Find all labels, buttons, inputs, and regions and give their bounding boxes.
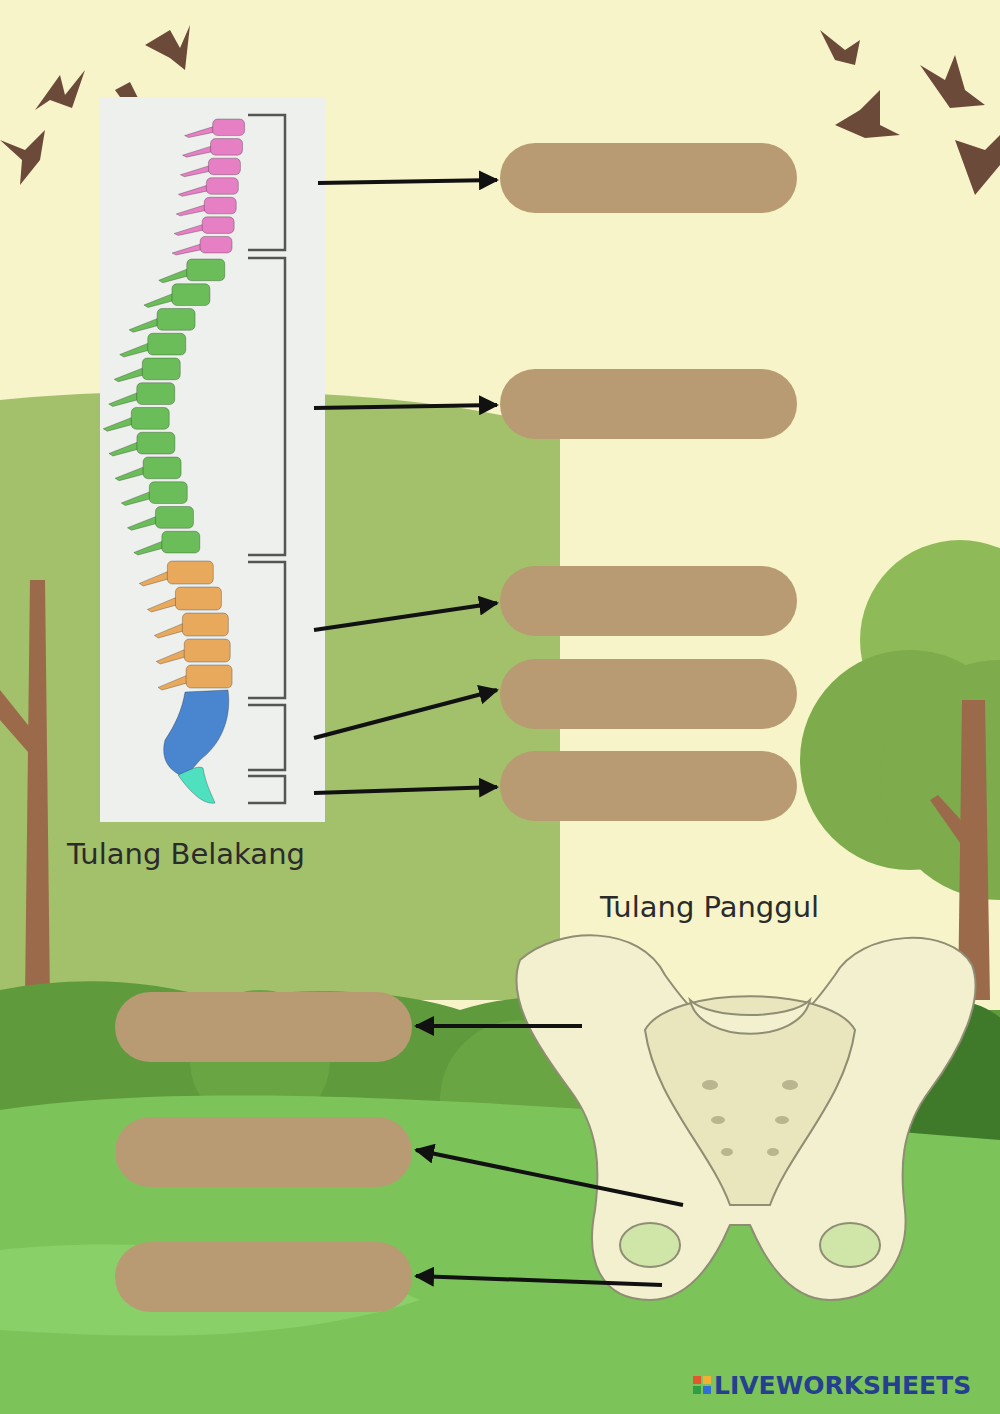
pelvis-illustration (516, 935, 975, 1300)
spinous-process (174, 225, 206, 236)
spine-illustration (103, 119, 244, 803)
trees (800, 540, 1000, 1000)
vertebra (167, 561, 213, 584)
vertebra (200, 236, 232, 253)
spinous-process (144, 294, 176, 308)
spinous-process (109, 442, 141, 456)
tree-trunk (25, 580, 50, 1000)
spinous-process (129, 319, 161, 333)
vertebra (149, 482, 187, 504)
vertebra (137, 383, 175, 405)
vertebra (137, 432, 175, 454)
vertebra (184, 639, 230, 662)
spinous-process (176, 205, 208, 216)
spinous-process (121, 492, 153, 506)
spinous-process (178, 186, 210, 197)
coccyx (178, 767, 215, 803)
spinous-process (154, 624, 186, 638)
watermark: LIVEWORKSHEETS (714, 1371, 971, 1400)
figure-label: Tulang Panggul (600, 890, 819, 924)
leader-arrows (314, 180, 683, 1285)
vertebra (142, 358, 180, 380)
vertebra (204, 197, 236, 214)
sacrum (164, 690, 229, 776)
vertebra (162, 531, 200, 553)
vertebra (143, 457, 181, 479)
figure-label: Tulang Belakang (67, 837, 305, 871)
spinous-process (109, 393, 141, 407)
watermark-logo (693, 1376, 711, 1394)
spinous-process (115, 467, 147, 481)
tree-branch (0, 690, 40, 760)
spinous-process (134, 541, 166, 555)
spinous-process (114, 368, 146, 382)
spinous-process (180, 166, 212, 177)
vertebra (202, 217, 234, 234)
spine-panel (100, 97, 325, 822)
vertebra (206, 178, 238, 195)
vertebra (186, 665, 232, 688)
spinous-process (147, 598, 179, 612)
vertebra (155, 507, 193, 529)
spinous-process (103, 418, 135, 432)
spinous-process (185, 127, 217, 138)
spinous-process (159, 269, 191, 283)
vertebra (175, 587, 221, 610)
spinous-process (156, 650, 188, 664)
spinous-process (120, 343, 152, 357)
vertebra (182, 613, 228, 636)
vertebra (157, 309, 195, 331)
vertebra (208, 158, 240, 175)
vertebra (172, 284, 210, 306)
spinous-process (172, 244, 204, 255)
spinous-process (139, 572, 171, 586)
spinous-process (183, 146, 215, 157)
spinous-process (127, 517, 159, 531)
vertebra (211, 139, 243, 156)
vertebra (187, 259, 225, 281)
vertebra (131, 408, 169, 430)
vertebra (148, 333, 186, 355)
vertebra (213, 119, 245, 136)
spinous-process (158, 676, 190, 690)
spine-bracket (248, 115, 285, 803)
